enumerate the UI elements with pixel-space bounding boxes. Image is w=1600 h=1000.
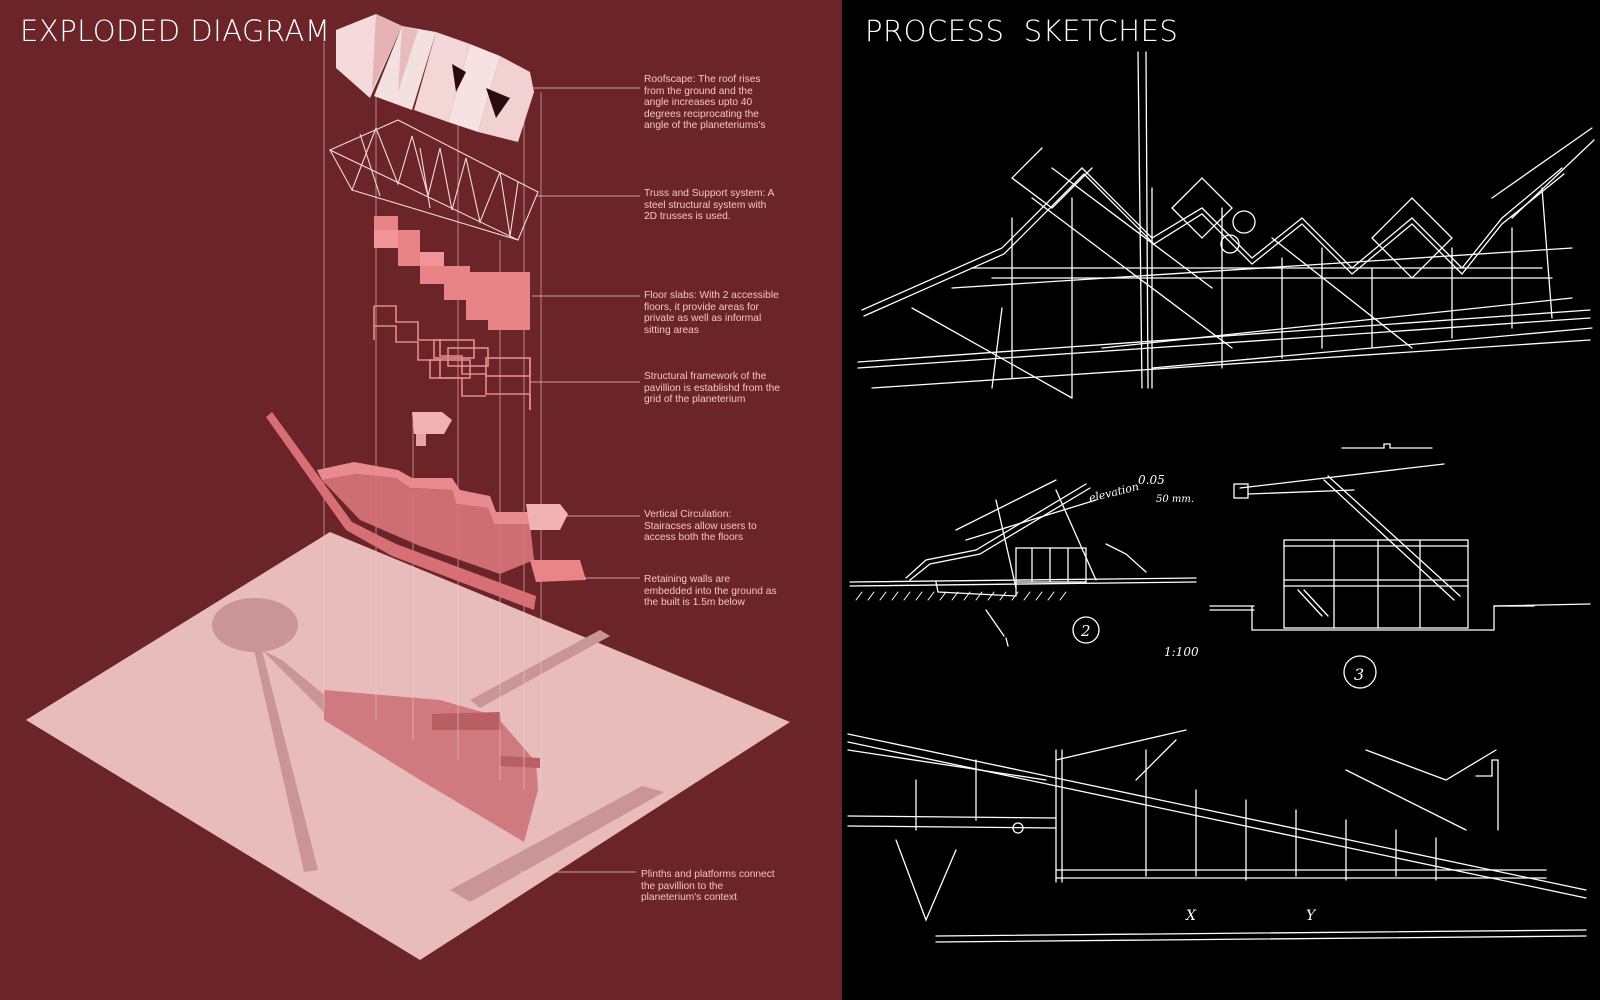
floor-slab-highlight-2 — [420, 252, 444, 266]
retaining-wall-top — [317, 462, 530, 524]
structural-framework — [373, 305, 531, 410]
annotation-plinths-platforms: Plinths and platforms connect the pavill… — [641, 869, 775, 904]
stair-lower — [526, 504, 568, 530]
roof-triangle-skylight-2 — [486, 88, 510, 118]
floor-slab-highlight — [374, 230, 398, 248]
long-section-sketch: X Y — [847, 729, 1587, 943]
annotation-roofscape: Roofscape: The roof rises from the groun… — [644, 74, 766, 132]
annotation-vertical-circulation: Vertical Circulation: Stairacses allow u… — [644, 509, 757, 544]
exploded-axonometric-diagram — [26, 14, 790, 960]
sketch-label-scale: 1:100 — [1164, 645, 1199, 659]
platform-strip-bottom — [450, 786, 664, 902]
sketch-label-number-2: 2 — [1080, 622, 1091, 640]
annotation-leader-lines — [520, 87, 640, 873]
sketch-label-elevation: elevation — [1088, 480, 1141, 505]
sunken-floor-ledge-2 — [500, 756, 540, 768]
annotation-floor-slabs: Floor slabs: With 2 accessible floors, i… — [644, 290, 779, 336]
planetarium-circle — [212, 598, 298, 652]
process-sketches-title: PROCESS SKETCHES — [865, 14, 1179, 48]
annotation-structural-framework: Structural framework of the pavillion is… — [644, 371, 780, 406]
annotation-truss-support: Truss and Support system: A steel struct… — [644, 188, 774, 223]
annotation-retaining-walls: Retaining walls are embedded into the gr… — [644, 574, 777, 609]
sketch-label-x: X — [1185, 908, 1197, 924]
retaining-landing — [530, 560, 586, 582]
section-sketch-3: 3 — [1209, 443, 1591, 689]
platform-strip-top — [470, 630, 610, 708]
sunken-floor-ledge — [432, 712, 502, 730]
sketch-label-y: Y — [1306, 908, 1317, 924]
roof-truss-sketch — [857, 51, 1595, 399]
retaining-wall-body — [322, 474, 534, 574]
sketch-label-mm: 50 mm. — [1156, 494, 1194, 505]
exploded-diagram-title: EXPLODED DIAGRAM — [20, 14, 331, 48]
sketch-label-number-3: 3 — [1354, 665, 1364, 684]
roofscape — [336, 14, 534, 142]
process-sketches-panel: PROCESS SKETCHES — [842, 0, 1600, 1000]
retaining-wall — [266, 412, 536, 610]
section-sketch-2: elevation 0.05 50 mm. 2 1:100 — [849, 473, 1199, 659]
stair-upper — [412, 412, 452, 434]
roof-triangle-skylight-1 — [452, 64, 466, 92]
truss-support-system — [328, 119, 539, 241]
exploded-diagram-panel: EXPLODED DIAGRAM — [0, 0, 842, 1000]
sketch-label-scale-value: 0.05 — [1138, 473, 1165, 487]
platform-path-left — [254, 650, 318, 872]
stair-flag-shadow — [416, 434, 426, 446]
floor-slab-stepped — [374, 216, 530, 330]
